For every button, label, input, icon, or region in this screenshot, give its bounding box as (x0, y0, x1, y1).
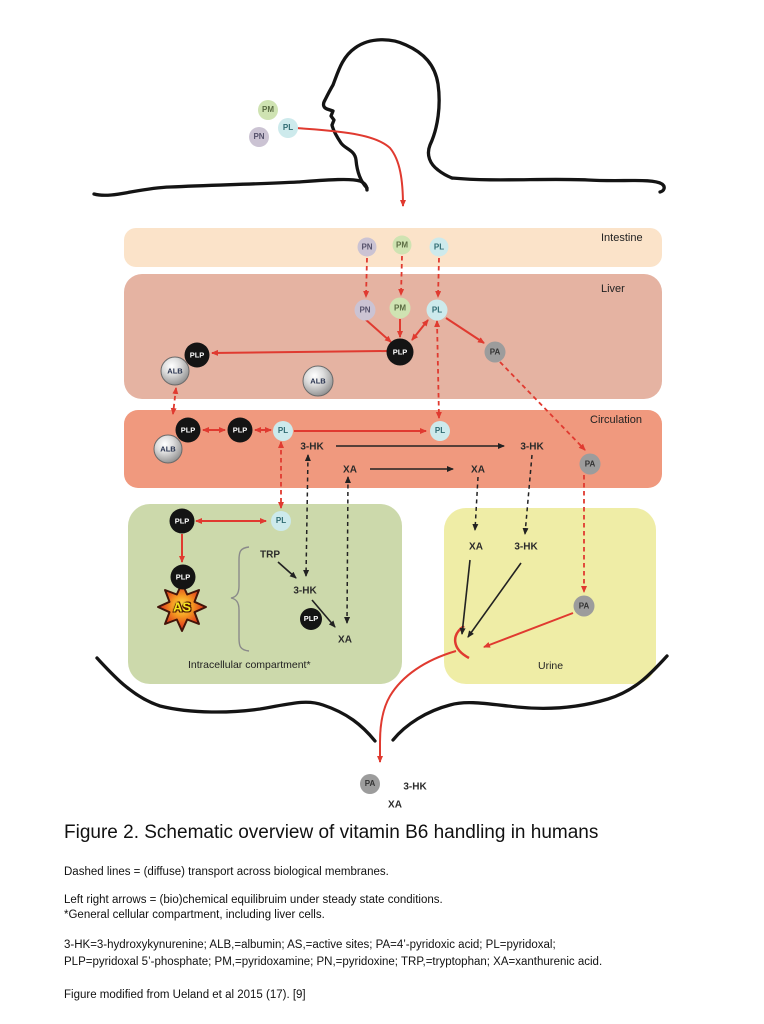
node-plp-circulation-free: PLP (227, 417, 253, 443)
abbreviations-line2: PLP=pyridoxal 5’-phosphate; PM,=pyridoxa… (64, 956, 603, 968)
node-pl-liver: PL (426, 299, 448, 321)
node-alb-liver-left: ALB (160, 356, 190, 386)
node-pa-circulation: PA (579, 453, 601, 475)
node-plp-liver-left: PLP (184, 342, 210, 368)
label-xa-circulation-right: XA (471, 464, 485, 476)
label-xa-excreted: XA (388, 799, 402, 811)
node-pn-oral: PN (249, 127, 269, 147)
urine-label: Urine (538, 660, 564, 672)
node-plp-circulation-bound: PLP (175, 417, 201, 443)
note-dashed-lines: Dashed lines = (diffuse) transport acros… (64, 866, 389, 878)
circulation-band (124, 410, 662, 488)
note-general-compartment: *General cellular compartment, including… (64, 909, 325, 921)
intracellular-label: Intracellular compartment* (188, 659, 311, 671)
node-pl-intestine: PL (429, 237, 449, 257)
label-3hk-excreted: 3-HK (403, 781, 427, 793)
node-alb-liver-free: ALB (302, 365, 334, 397)
node-pn-liver: PN (354, 299, 376, 321)
node-pl-oral: PL (278, 118, 298, 138)
right-shoulder (450, 176, 666, 194)
node-plp-kynurenine-enzyme: PLP (300, 608, 322, 630)
node-pn-intestine: PN (357, 237, 377, 257)
node-pl-circulation-left: PL (273, 421, 293, 441)
head-profile (321, 38, 454, 190)
label-xa-intracellular: XA (338, 634, 352, 646)
label-3hk-circulation-right: 3-HK (520, 441, 544, 453)
figure-source: Figure modified from Ueland et al 2015 (… (64, 989, 306, 1001)
intestine-label: Intestine (601, 232, 643, 244)
label-3hk-intracellular: 3-HK (293, 585, 317, 597)
node-pa-urine: PA (573, 595, 595, 617)
note-equilibrium-arrows: Left right arrows = (bio)chemical equili… (64, 894, 443, 906)
label-xa-urine: XA (469, 541, 483, 553)
node-plp-liver: PLP (386, 338, 414, 366)
node-pa-excreted: PA (360, 774, 380, 794)
node-pl-intracellular: PL (271, 511, 291, 531)
node-pl-circulation-right: PL (430, 421, 450, 441)
node-plp-on-active-sites: PLP (170, 564, 196, 590)
node-pm-oral: PM (258, 100, 278, 120)
liver-label: Liver (601, 283, 625, 295)
node-plp-intracellular: PLP (169, 508, 195, 534)
label-active-sites: AS (172, 599, 192, 615)
intracellular-box (128, 504, 402, 684)
urine-box (444, 508, 656, 684)
left-shoulder (92, 177, 369, 197)
node-pa-liver: PA (484, 341, 506, 363)
label-3hk-urine: 3-HK (514, 541, 538, 553)
label-xa-circulation-left: XA (343, 464, 357, 476)
circulation-label: Circulation (590, 414, 642, 426)
node-pm-intestine: PM (392, 235, 412, 255)
liver-band (124, 274, 662, 399)
node-pm-liver: PM (389, 297, 411, 319)
figure-title: Figure 2. Schematic overview of vitamin … (64, 822, 599, 843)
node-alb-circulation: ALB (153, 434, 183, 464)
label-trp: TRP (260, 549, 280, 561)
label-3hk-circulation-left: 3-HK (300, 441, 324, 453)
ingestion-arrow (295, 127, 406, 207)
abbreviations-line1: 3-HK=3-hydroxykynurenine; ALB,=albumin; … (64, 939, 556, 951)
